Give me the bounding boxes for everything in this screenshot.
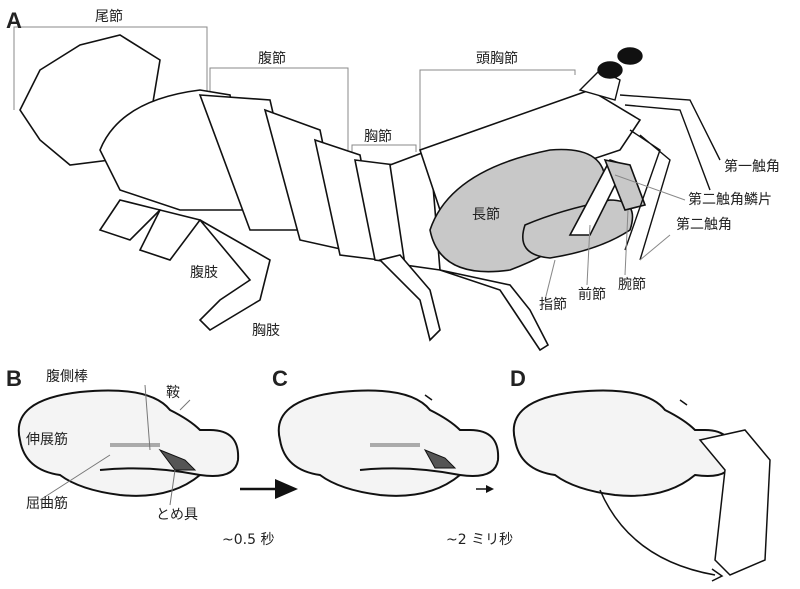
- label-saddle: 鞍: [166, 385, 180, 401]
- panel-c-drawing: [277, 389, 500, 497]
- bracket-thorax: [351, 144, 417, 152]
- label-thoracic-legs: 胸肢: [252, 323, 280, 339]
- panel-label-b: B: [6, 366, 22, 391]
- label-antenna: 第二触角: [676, 217, 732, 233]
- carpus-shape: [603, 158, 647, 211]
- thoracic-leg: [198, 219, 271, 332]
- pleopod: [138, 209, 202, 261]
- eye: [617, 47, 643, 65]
- antenna-lines: [624, 129, 671, 261]
- label-merus: 長節: [472, 207, 500, 223]
- panel-d-drawing: [512, 389, 771, 582]
- panel-label-a: A: [6, 8, 22, 33]
- label-abdomen: 腹節: [258, 51, 286, 67]
- leader-lines: [544, 174, 686, 301]
- eye: [597, 61, 623, 79]
- timing-b-to-c: ~0.5 秒: [222, 532, 275, 548]
- bracket-cephalothorax: [419, 69, 576, 150]
- thoracic-leg: [378, 254, 441, 342]
- panel-label-c: C: [272, 366, 288, 391]
- thoracic-leg: [439, 269, 550, 352]
- label-propodus: 前節: [578, 287, 606, 303]
- label-carpus: 腕節: [618, 277, 646, 293]
- label-antennal-scale: 第二触角鱗片: [688, 192, 772, 208]
- label-pleopods: 腹肢: [190, 265, 218, 281]
- label-flexor: 屈曲筋: [26, 496, 68, 512]
- transition-arrows: [240, 479, 494, 499]
- head: [578, 47, 721, 261]
- label-thorax: 胸節: [364, 129, 392, 145]
- antennule-lines: [619, 94, 721, 191]
- raptorial-appendage: [429, 148, 647, 273]
- timing-c-to-d: ~2 ミリ秒: [446, 532, 514, 548]
- label-cephalothorax: 頭胸節: [476, 51, 518, 67]
- extended-appendage: [698, 429, 771, 576]
- panel-label-d: D: [510, 366, 526, 391]
- label-latch: とめ具: [156, 507, 198, 523]
- panel-b-drawing: [17, 384, 240, 506]
- label-antennule: 第一触角: [724, 159, 780, 175]
- pleopod: [98, 199, 162, 241]
- label-ventral-bar: 腹側棒: [46, 369, 88, 385]
- strike-arrow: [599, 489, 716, 576]
- label-telson: 尾節: [95, 9, 123, 25]
- label-dactyl: 指節: [539, 297, 567, 313]
- label-extensor: 伸展筋: [26, 432, 68, 448]
- bracket-telson: [13, 26, 208, 110]
